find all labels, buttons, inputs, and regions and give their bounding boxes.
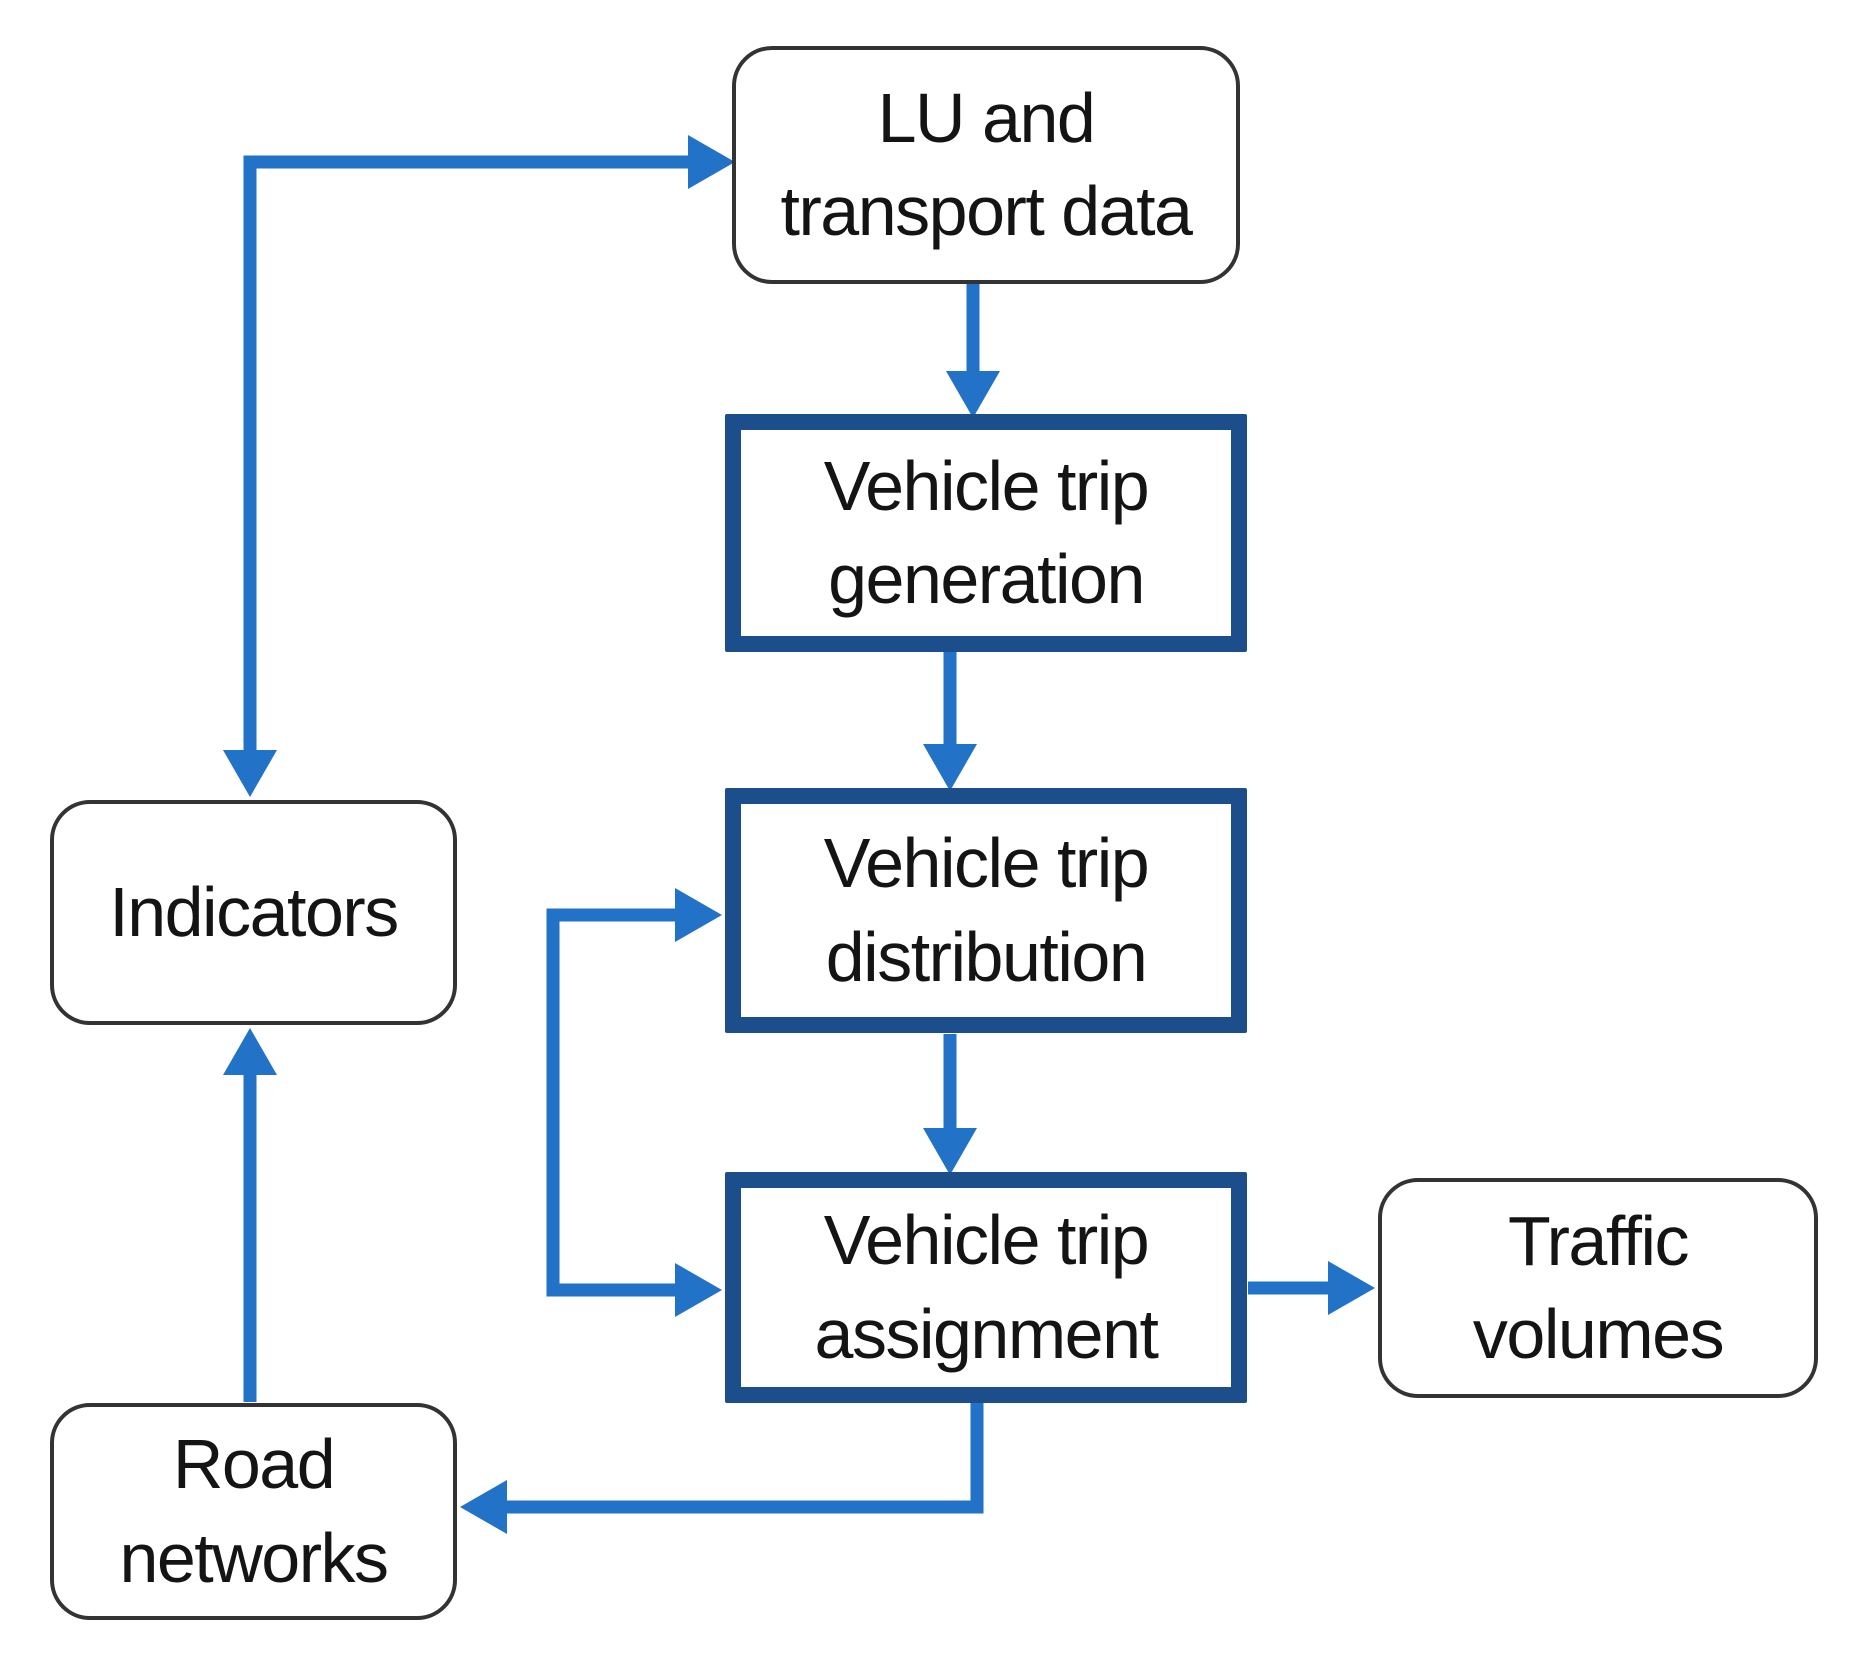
node-vehicle-trip-assignment-label: Vehicle trip assignment — [814, 1201, 1159, 1373]
arrowhead-into-distribution-icon — [923, 744, 977, 791]
arrowhead-loop-into-assignment-icon — [675, 1263, 722, 1317]
node-indicators-label: Indicators — [109, 872, 399, 951]
node-traffic-volumes-label: Traffic volumes — [1472, 1201, 1725, 1373]
arrowhead-into-road-networks-icon — [460, 1480, 507, 1534]
node-lu-transport-data: LU and transport data — [732, 46, 1240, 284]
node-vehicle-trip-generation-label: Vehicle trip generation — [823, 446, 1150, 618]
node-road-networks-label: Road networks — [119, 1425, 389, 1597]
edge-distribution-assignment-loop — [546, 908, 679, 1297]
node-traffic-volumes: Traffic volumes — [1378, 1178, 1818, 1398]
node-lu-transport-data-label: LU and transport data — [780, 78, 1193, 250]
node-vehicle-trip-assignment: Vehicle trip assignment — [725, 1172, 1247, 1403]
edge-assignment-road — [504, 1403, 984, 1514]
node-vehicle-trip-generation: Vehicle trip generation — [725, 414, 1247, 652]
node-indicators: Indicators — [50, 800, 457, 1025]
arrowhead-into-generation-icon — [946, 371, 1000, 418]
arrowhead-into-traffic-volumes-icon — [1328, 1261, 1375, 1315]
arrowhead-loop-into-distribution-icon — [675, 888, 722, 942]
arrowhead-into-indicators-bottom-icon — [223, 1028, 277, 1075]
node-vehicle-trip-distribution-label: Vehicle trip distribution — [823, 824, 1150, 996]
node-road-networks: Road networks — [50, 1403, 457, 1620]
arrowhead-into-indicators-top-icon — [223, 750, 277, 797]
arrowhead-into-assignment-icon — [923, 1128, 977, 1175]
arrowhead-into-lu-icon — [688, 135, 735, 189]
edge-indicators-lu — [243, 155, 692, 754]
node-vehicle-trip-distribution: Vehicle trip distribution — [725, 788, 1247, 1033]
